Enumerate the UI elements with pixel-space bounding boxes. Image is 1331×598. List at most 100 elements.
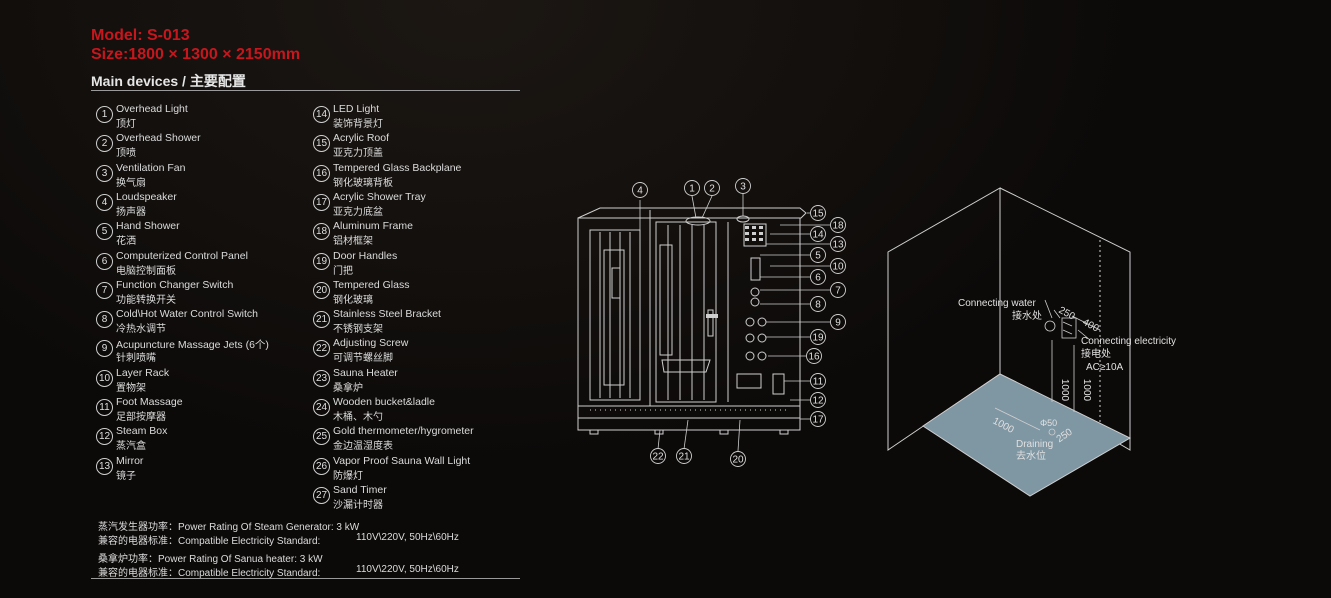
steam-standard-note: 兼容的电器标准：Compatible Electricity Standard:… <box>98 532 459 547</box>
device-number-badge: 22 <box>313 340 330 358</box>
device-name-zh: 可调节螺丝脚 <box>333 353 393 365</box>
device-number-badge: 27 <box>313 486 330 504</box>
connecting-water-zh: 接水处 <box>1012 309 1042 322</box>
dim-1000-left: 1000 <box>1059 379 1070 402</box>
callout-circle-17 <box>810 411 826 427</box>
callout-number-8: 8 <box>815 300 821 311</box>
callout-circle-18 <box>830 217 846 233</box>
device-name-en: Adjusting Screw <box>333 337 409 350</box>
device-name-zh: 换气扇 <box>116 177 146 189</box>
callout-number-3: 3 <box>740 182 746 193</box>
device-name-zh: 桑拿炉 <box>333 382 363 394</box>
device-name-zh: 扬声器 <box>116 206 146 218</box>
connecting-electricity-label: Connecting electricity <box>1081 336 1176 347</box>
device-number-badge: 15 <box>313 135 330 153</box>
device-name-en: Acrylic Roof <box>333 132 390 145</box>
device-number-badge: 2 <box>96 135 113 153</box>
size-title: Size:1800 × 1300 × 2150mm <box>91 46 301 63</box>
device-name-en: LED Light <box>333 103 380 115</box>
device-name-en: Stainless Steel Bracket <box>333 308 441 321</box>
device-number-badge: 1 <box>96 106 113 123</box>
callout-circle-10 <box>830 258 846 274</box>
device-number-badge: 20 <box>313 281 330 299</box>
device-name-en: Acupuncture Massage Jets (6个) <box>116 339 269 352</box>
callout-circle-4 <box>632 182 648 198</box>
draining-zh: 去水位 <box>1016 449 1046 462</box>
device-number-badge: 17 <box>313 193 330 211</box>
heading-divider <box>91 90 520 91</box>
callout-circle-13 <box>830 236 846 252</box>
device-name-zh: 亚克力底盆 <box>333 206 383 218</box>
callout-number-19: 19 <box>812 333 824 344</box>
callout-circle-9 <box>830 314 846 330</box>
draining-label: Draining <box>1016 439 1053 450</box>
model-title: Model: S-013 <box>91 27 190 44</box>
device-name-zh: 置物架 <box>116 382 146 394</box>
callout-circle-21 <box>676 448 692 464</box>
device-name-zh: 木桶、木勺 <box>333 412 383 423</box>
device-name-en: Function Changer Switch <box>116 278 234 291</box>
device-number-badge: 13 <box>96 457 113 475</box>
device-name-zh: 顶喷 <box>116 148 136 160</box>
device-name-zh: 防爆灯 <box>333 470 363 482</box>
device-name-en: Sand Timer <box>333 483 387 496</box>
sauna-power-note: 桑拿炉功率：Power Rating Of Sanua heater: 3 kW <box>98 554 323 565</box>
device-name-zh: 钢化玻璃 <box>333 294 373 306</box>
device-name-zh: 针刺喷嘴 <box>116 353 156 365</box>
callout-number-9: 9 <box>835 318 841 329</box>
shower-cabin-diagram <box>577 194 830 452</box>
device-name-en: Tempered Glass Backplane <box>333 161 462 174</box>
callout-number-15: 15 <box>812 209 824 220</box>
device-number-badge: 26 <box>313 457 330 475</box>
device-number-badge: 16 <box>313 164 330 182</box>
device-name-zh: 不锈钢支架 <box>333 324 383 336</box>
device-name-en: Mirror <box>116 454 144 467</box>
device-number-badge: 12 <box>96 428 113 446</box>
callout-circle-6 <box>810 269 826 285</box>
device-name-en: Overhead Light <box>116 103 188 115</box>
callout-number-6: 6 <box>815 273 821 284</box>
device-name-en: Overhead Shower <box>116 132 201 145</box>
callout-circle-20 <box>730 451 746 467</box>
device-name-zh: 亚克力顶盖 <box>333 148 383 160</box>
device-name-zh: 铝材框架 <box>333 236 373 248</box>
device-name-en: Acrylic Shower Tray <box>333 190 426 203</box>
device-number-badge: 18 <box>313 223 330 241</box>
callout-circle-3 <box>735 178 751 194</box>
dim-400: 400 <box>1081 317 1101 335</box>
callout-circle-19 <box>810 329 826 345</box>
installation-diagram: Connecting water 接水处 Connecting electric… <box>887 187 1176 497</box>
callout-number-10: 10 <box>832 262 844 273</box>
device-name-en: Steam Box <box>116 425 168 438</box>
callout-number-21: 21 <box>678 452 690 463</box>
device-number-badge: 9 <box>96 340 113 358</box>
device-name-zh: 顶灯 <box>116 119 136 130</box>
device-number-badge: 11 <box>96 399 113 416</box>
callout-number-16: 16 <box>808 352 820 363</box>
callout-number-1: 1 <box>689 184 695 195</box>
device-name-en: Door Handles <box>333 249 398 262</box>
drain-diameter: Φ50 <box>1040 418 1057 428</box>
device-number-badge: 23 <box>313 369 330 387</box>
device-number-badge: 8 <box>96 311 113 329</box>
device-number-badge: 21 <box>313 311 330 329</box>
device-name-en: Ventilation Fan <box>116 161 186 174</box>
connecting-water-label: Connecting water <box>958 298 1036 309</box>
steam-standard-label: 兼容的电器标准：Compatible Electricity Standard: <box>98 536 321 547</box>
device-name-zh: 钢化玻璃背板 <box>333 177 393 189</box>
device-name-zh: 金边温湿度表 <box>333 441 393 453</box>
callout-circle-2 <box>704 180 720 196</box>
device-name-en: Gold thermometer/hygrometer <box>333 425 474 438</box>
callout-circle-16 <box>806 348 822 364</box>
sauna-standard-note: 兼容的电器标准：Compatible Electricity Standard:… <box>98 564 459 579</box>
callout-number-4: 4 <box>637 186 643 197</box>
device-name-en: Computerized Control Panel <box>116 249 248 262</box>
device-name-zh: 镜子 <box>116 470 136 482</box>
device-name-zh: 门把 <box>333 265 353 277</box>
device-name-en: Sauna Heater <box>333 366 398 379</box>
device-name-en: Tempered Glass <box>333 278 410 291</box>
callout-number-5: 5 <box>815 251 821 262</box>
callout-number-17: 17 <box>812 415 824 426</box>
device-name-zh: 功能转换开关 <box>116 294 176 306</box>
callout-circle-14 <box>810 226 826 242</box>
